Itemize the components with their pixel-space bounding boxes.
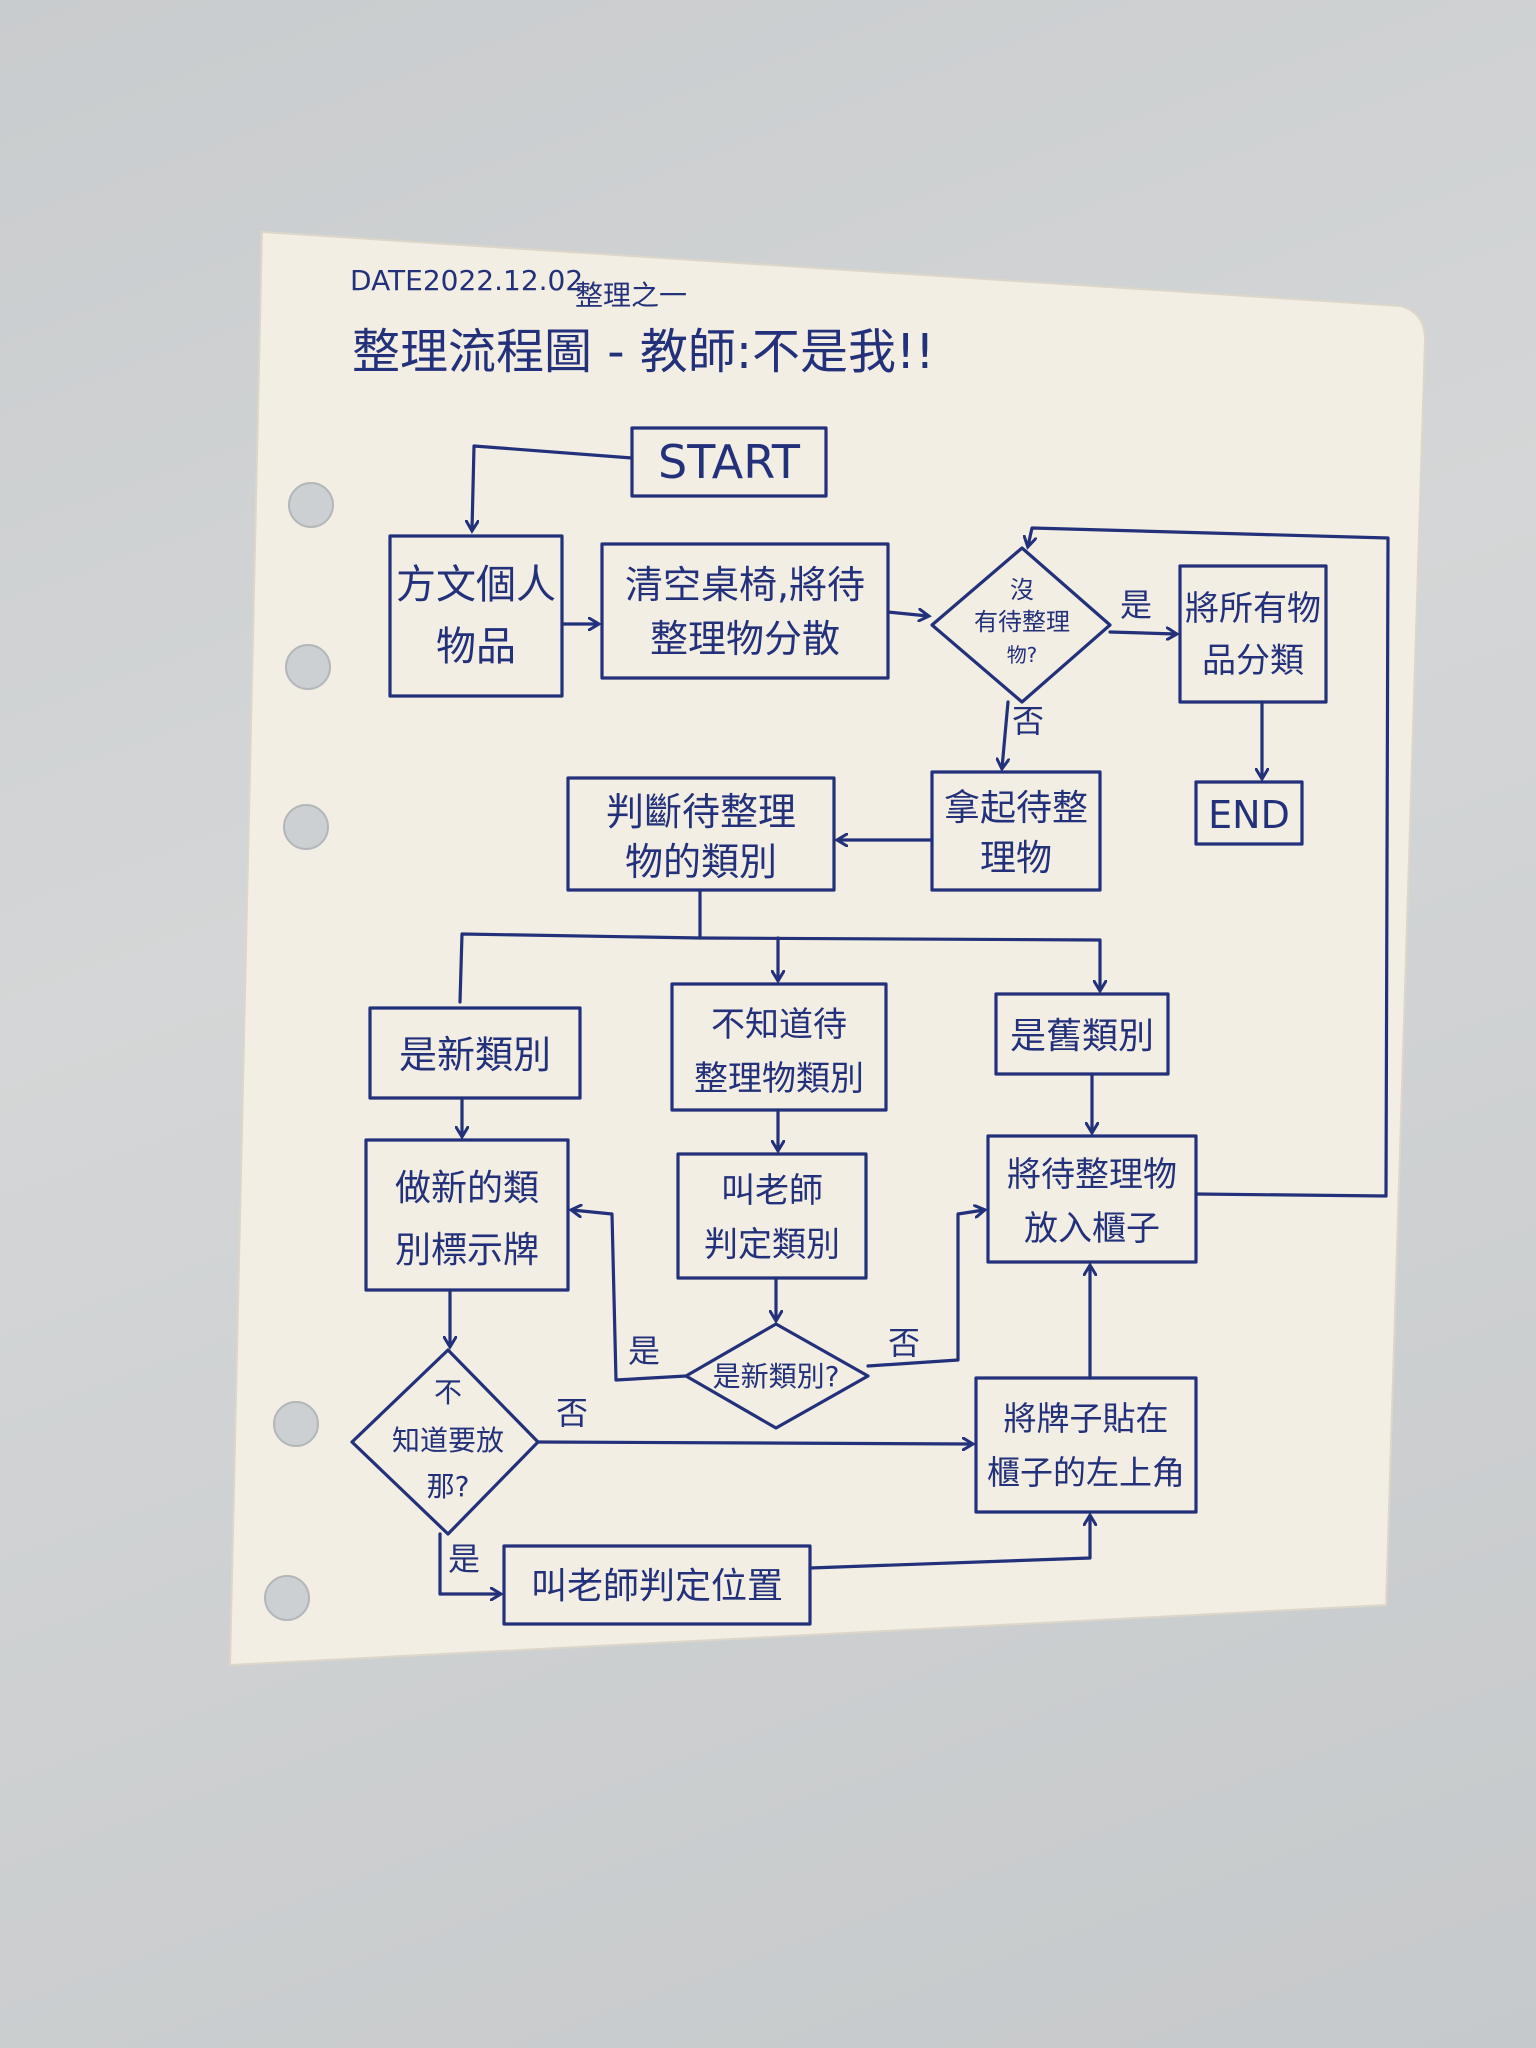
stick-sign-label-2: 櫃子的左上角 — [987, 1453, 1185, 1492]
pick-up-label-2: 理物 — [980, 838, 1052, 879]
new-category-label: 是新類別 — [399, 1033, 551, 1077]
where-label-1: 不 — [434, 1376, 462, 1409]
clear-desk-label-1: 清空桌椅,將待 — [625, 563, 865, 607]
sort-all-label-1: 將所有物 — [1185, 589, 1321, 629]
note-text: 整理之一 — [575, 279, 687, 312]
arrow-clear-to-decision — [886, 612, 928, 616]
make-sign-label-2: 別標示牌 — [395, 1230, 539, 1271]
end-box — [1194, 780, 1304, 846]
label-no-newcat: 否 — [888, 1324, 920, 1362]
arrow-where-no-to-stick — [536, 1442, 972, 1444]
ask-teacher-position-box — [502, 1544, 812, 1626]
pick-up-label-1: 拿起待整 — [944, 788, 1088, 829]
new-category-box — [368, 1006, 582, 1100]
arrow-where-yes-to-ask — [438, 1532, 500, 1594]
sort-all-box — [1178, 564, 1328, 704]
branch-judge-to-categories — [458, 888, 702, 1004]
binder-hole-5 — [264, 1575, 310, 1621]
start-box — [630, 426, 828, 498]
unknown-category-label-1: 不知道待 — [711, 1005, 847, 1045]
page-title: 整理流程圖 - 教師:不是我!! — [352, 324, 935, 380]
judge-category-label-2: 物的類別 — [625, 840, 777, 884]
arrow-ask-position-to-stick — [808, 1516, 1090, 1570]
stick-sign-box — [974, 1376, 1198, 1514]
arrow-decision-yes-to-sign — [572, 1210, 688, 1382]
old-category-label: 是舊類別 — [1010, 1016, 1154, 1057]
end-label: END — [1208, 793, 1290, 837]
sort-all-label-2: 品分類 — [1202, 641, 1304, 681]
ask-teacher-position-label: 叫老師判定位置 — [531, 1566, 783, 1607]
remaining-items-decision — [930, 546, 1112, 704]
where-label-2: 知道要放 — [392, 1424, 504, 1457]
put-in-cabinet-box — [986, 1134, 1198, 1264]
judge-category-label-1: 判斷待整理 — [606, 790, 796, 834]
binder-hole-1 — [288, 482, 334, 528]
date-text: DATE2022.12.02 — [350, 264, 583, 297]
arrow-start-to-personal — [472, 444, 634, 530]
arrow-decision-to-pickup — [1002, 700, 1008, 768]
personal-items-box — [388, 534, 564, 698]
decision-left-label-3: 物? — [1007, 643, 1038, 667]
where-label-3: 那? — [427, 1470, 470, 1503]
arrow-decision-to-sort-all — [1108, 632, 1176, 634]
decision-left-label-2: 有待整理 — [974, 608, 1070, 636]
make-sign-label-1: 做新的類 — [395, 1168, 539, 1209]
label-no-where: 否 — [556, 1394, 588, 1432]
ask-teacher-category-label-2: 判定類別 — [704, 1225, 840, 1265]
ask-teacher-category-label-1: 叫老師 — [721, 1171, 823, 1211]
arrow-decision-no-to-cabinet — [866, 1210, 984, 1368]
personal-items-label-2: 物品 — [436, 624, 516, 670]
put-in-cabinet-label-1: 將待整理物 — [1007, 1155, 1177, 1195]
binder-hole-2 — [285, 644, 331, 690]
branch-judge-to-old — [698, 936, 1100, 990]
label-no-pickup: 否 — [1012, 702, 1044, 740]
is-new-category-label: 是新類別? — [713, 1360, 840, 1393]
paper-sheet — [228, 230, 1427, 1667]
decision-left-label-1: 沒 — [1010, 576, 1034, 604]
label-yes-newcat: 是 — [628, 1332, 660, 1370]
label-yes-where: 是 — [448, 1540, 480, 1578]
old-category-box — [994, 992, 1170, 1076]
is-new-category-decision — [684, 1322, 870, 1430]
label-yes-sort: 是 — [1120, 586, 1152, 624]
ask-teacher-category-box — [676, 1152, 868, 1280]
clear-desk-label-2: 整理物分散 — [650, 617, 840, 661]
personal-items-label-1: 方文個人 — [396, 562, 556, 608]
start-label: START — [658, 435, 801, 489]
loop-cabinet-to-check — [1028, 526, 1390, 1198]
binder-hole-3 — [283, 804, 329, 850]
pick-up-box — [930, 770, 1102, 892]
binder-hole-4 — [273, 1401, 319, 1447]
put-in-cabinet-label-2: 放入櫃子 — [1024, 1209, 1160, 1249]
unknown-category-label-2: 整理物類別 — [694, 1059, 864, 1099]
where-to-place-decision — [350, 1348, 540, 1536]
stick-sign-label-1: 將牌子貼在 — [1004, 1399, 1169, 1438]
make-sign-box — [364, 1138, 570, 1292]
